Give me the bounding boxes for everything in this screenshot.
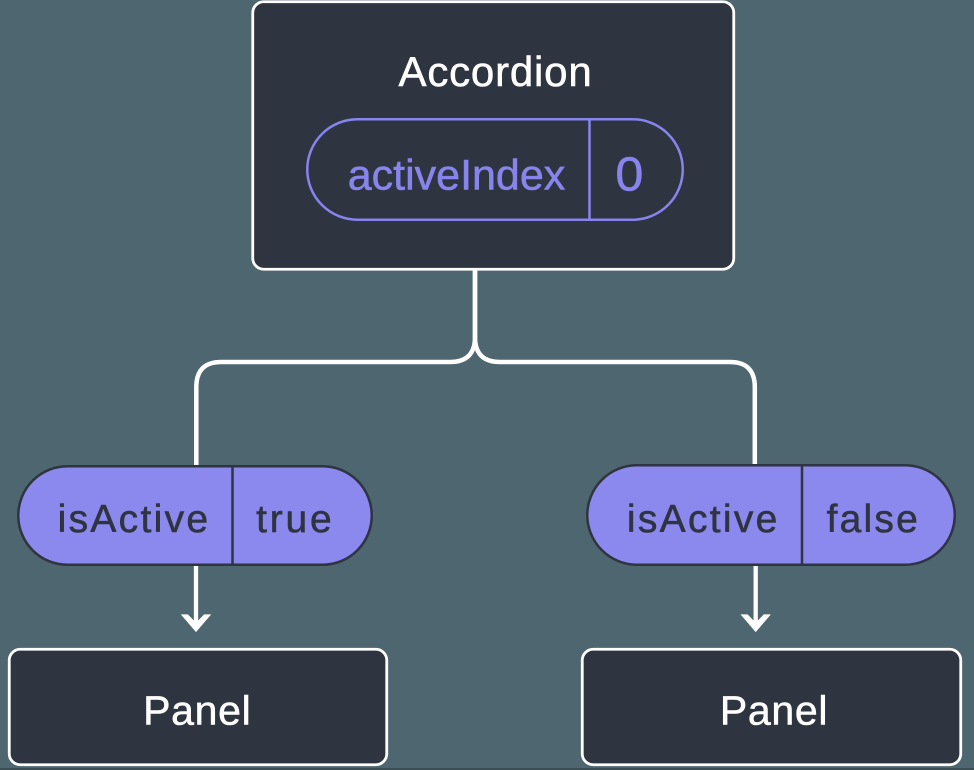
svg-text:0: 0 bbox=[615, 149, 643, 202]
svg-text:false: false bbox=[827, 498, 920, 541]
svg-text:isActive: isActive bbox=[627, 498, 780, 541]
svg-text:Panel: Panel bbox=[143, 688, 251, 734]
svg-text:isActive: isActive bbox=[58, 498, 211, 541]
svg-text:Accordion: Accordion bbox=[399, 48, 593, 95]
svg-text:Panel: Panel bbox=[720, 688, 828, 734]
svg-text:true: true bbox=[256, 498, 334, 541]
svg-text:activeIndex: activeIndex bbox=[348, 152, 566, 200]
